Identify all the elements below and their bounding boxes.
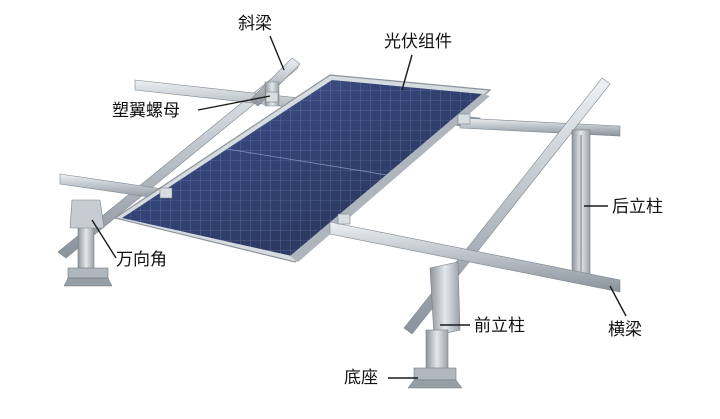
front-column <box>425 261 461 371</box>
front-left-support <box>63 199 113 287</box>
leader-cross-beam <box>609 285 627 317</box>
leader-universal-angle <box>91 219 117 259</box>
leader-wing-nut <box>197 95 271 111</box>
wing-nut-clamps <box>159 91 471 225</box>
leader-pv-module <box>401 54 413 91</box>
leader-lines <box>91 35 627 379</box>
label-base: 底座 <box>344 368 378 388</box>
rear-column <box>571 129 591 281</box>
label-front-column: 前立柱 <box>474 316 525 336</box>
cross-beam-front <box>329 221 621 293</box>
label-wing-nut: 塑翼螺母 <box>112 101 180 121</box>
leader-diagonal-beam <box>269 35 285 71</box>
label-universal-angle: 万向角 <box>116 250 167 270</box>
base-plate <box>407 367 463 389</box>
label-rear-column: 后立柱 <box>612 197 663 217</box>
label-diagonal-beam: 斜梁 <box>238 14 272 34</box>
label-pv-module: 光伏组件 <box>384 32 452 52</box>
label-cross-beam: 横梁 <box>608 320 642 340</box>
diagonal-beam-back <box>57 61 299 259</box>
